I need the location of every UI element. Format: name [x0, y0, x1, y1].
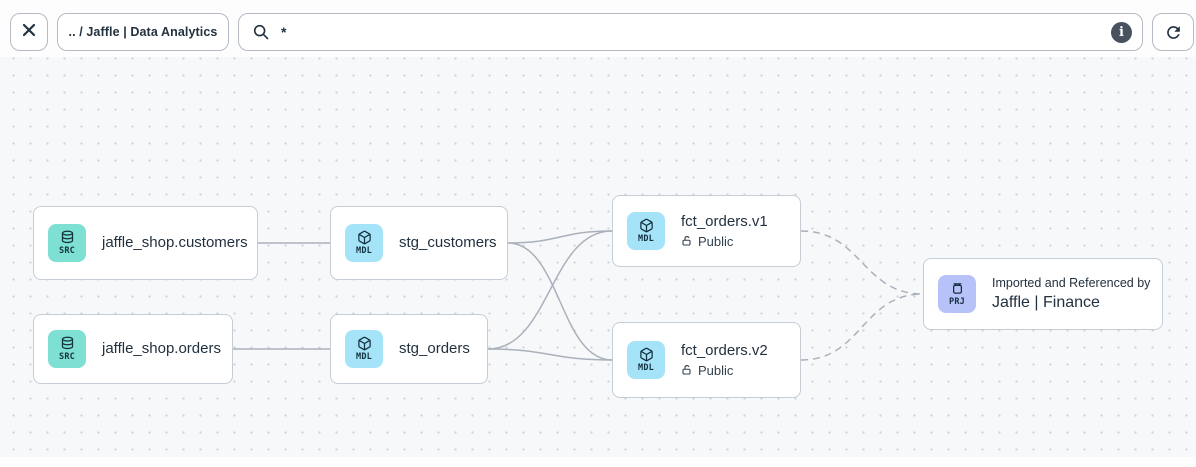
refresh-icon	[1164, 23, 1183, 42]
package-icon	[639, 218, 654, 233]
node-pretitle: Imported and Referenced by	[992, 275, 1151, 290]
lineage-node-stg_customers[interactable]: MDL stg_customers	[330, 206, 508, 280]
lineage-node-stg_orders[interactable]: MDL stg_orders	[330, 314, 488, 384]
node-subtitle: Public	[698, 233, 734, 249]
search-icon	[252, 23, 270, 41]
project-icon	[950, 281, 965, 296]
node-text: Imported and Referenced by Jaffle | Finan…	[992, 276, 1150, 313]
database-icon	[60, 230, 75, 245]
node-title: stg_customers	[399, 233, 497, 251]
badge-label: SRC	[59, 352, 75, 363]
badge-label: MDL	[356, 246, 372, 257]
badge-label: MDL	[356, 352, 372, 363]
close-button[interactable]	[10, 13, 48, 51]
node-type-badge: MDL	[627, 341, 665, 379]
package-icon	[357, 230, 372, 245]
breadcrumb[interactable]: .. / Jaffle | Data Analytics	[57, 13, 229, 51]
node-title: jaffle_shop.orders	[102, 339, 221, 357]
refresh-button[interactable]	[1152, 13, 1194, 51]
node-type-badge: SRC	[48, 224, 86, 262]
node-type-badge: MDL	[345, 330, 383, 368]
lineage-node-src_customers[interactable]: SRC jaffle_shop.customers	[33, 206, 258, 280]
lineage-node-project_finance[interactable]: PRJ Imported and Referenced by Jaffle | Fi…	[923, 258, 1163, 330]
node-access-level: Public	[681, 234, 768, 249]
unlock-icon	[681, 235, 693, 247]
node-title: stg_orders	[399, 339, 470, 357]
node-title: Jaffle | Finance	[992, 293, 1100, 311]
lineage-toolbar: .. / Jaffle | Data Analytics i	[0, 0, 1196, 57]
badge-label: PRJ	[949, 297, 965, 308]
close-icon	[21, 22, 37, 43]
package-icon	[639, 347, 654, 362]
lineage-node-src_orders[interactable]: SRC jaffle_shop.orders	[33, 314, 233, 384]
unlock-icon	[681, 364, 693, 376]
badge-label: MDL	[638, 234, 654, 245]
node-text: jaffle_shop.customers	[102, 234, 248, 253]
node-text: stg_orders	[399, 340, 470, 359]
node-type-badge: SRC	[48, 330, 86, 368]
badge-label: MDL	[638, 363, 654, 374]
package-icon	[357, 336, 372, 351]
database-icon	[60, 336, 75, 351]
node-title: fct_orders.v1	[681, 213, 768, 231]
node-type-badge: MDL	[345, 224, 383, 262]
node-type-badge: MDL	[627, 212, 665, 250]
node-title: fct_orders.v2	[681, 342, 768, 360]
node-subtitle: Public	[698, 362, 734, 378]
node-text: jaffle_shop.orders	[102, 340, 221, 359]
node-text: stg_customers	[399, 234, 497, 253]
info-icon[interactable]: i	[1111, 21, 1132, 43]
lineage-search[interactable]: i	[238, 13, 1143, 51]
badge-label: SRC	[59, 246, 75, 257]
node-type-badge: PRJ	[938, 275, 976, 313]
node-access-level: Public	[681, 363, 768, 378]
node-title: jaffle_shop.customers	[102, 233, 248, 251]
breadcrumb-label: .. / Jaffle | Data Analytics	[68, 25, 218, 39]
search-input[interactable]	[279, 23, 1111, 41]
